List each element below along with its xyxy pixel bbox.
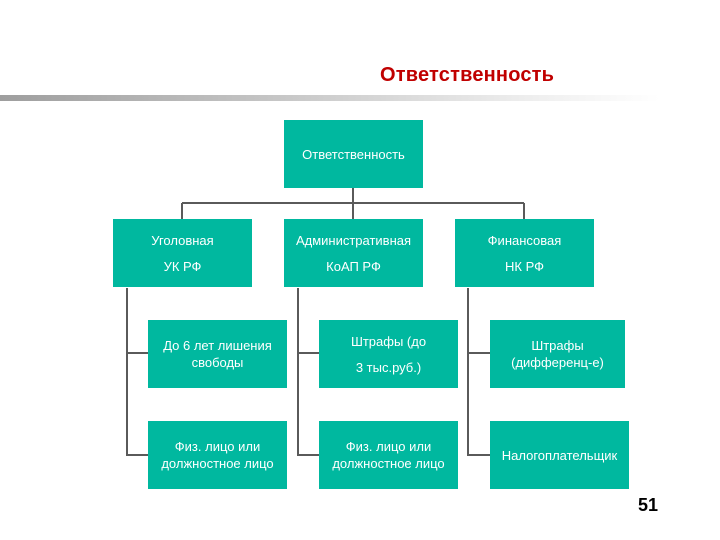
category-node-administrative: Административная КоАП РФ xyxy=(284,219,423,287)
root-node: Ответственность xyxy=(284,120,423,188)
subject-node-criminal: Физ. лицо или должностное лицо xyxy=(148,421,287,489)
subject-text: Физ. лицо или должностное лицо xyxy=(332,439,445,471)
subject-text: Физ. лицо или должностное лицо xyxy=(161,439,274,471)
child-connector-middle xyxy=(297,288,319,456)
category-node-financial: Финансовая НК РФ xyxy=(455,219,594,287)
slide-title: Ответственность xyxy=(380,64,555,86)
penalty-node-financial: Штрафы (дифференц-е) xyxy=(490,320,625,388)
penalty-text-line1: Штрафы (до xyxy=(350,333,427,349)
category-code: НК РФ xyxy=(505,258,544,274)
page-number: 51 xyxy=(638,495,659,515)
penalty-node-administrative: Штрафы (до 3 тыс.руб.) xyxy=(319,320,458,388)
category-name: Уголовная xyxy=(151,232,214,248)
root-node-label: Ответственность xyxy=(302,146,405,162)
subject-node-administrative: Физ. лицо или должностное лицо xyxy=(319,421,458,489)
category-code: КоАП РФ xyxy=(326,258,381,274)
category-name: Административная xyxy=(295,232,412,248)
category-name: Финансовая xyxy=(487,232,562,248)
subject-node-financial: Налогоплательщик xyxy=(490,421,629,489)
child-connector-right xyxy=(467,288,490,456)
subject-text: Налогоплательщик xyxy=(501,447,618,463)
penalty-text: До 6 лет лишения свободы xyxy=(163,338,272,370)
title-underline xyxy=(0,95,660,101)
penalty-text-line2: 3 тыс.руб.) xyxy=(355,359,422,375)
penalty-text: Штрафы (дифференц-е) xyxy=(511,338,604,370)
child-connector-left xyxy=(126,288,148,456)
category-code: УК РФ xyxy=(163,258,202,274)
category-node-criminal: Уголовная УК РФ xyxy=(113,219,252,287)
penalty-node-criminal: До 6 лет лишения свободы xyxy=(148,320,287,388)
